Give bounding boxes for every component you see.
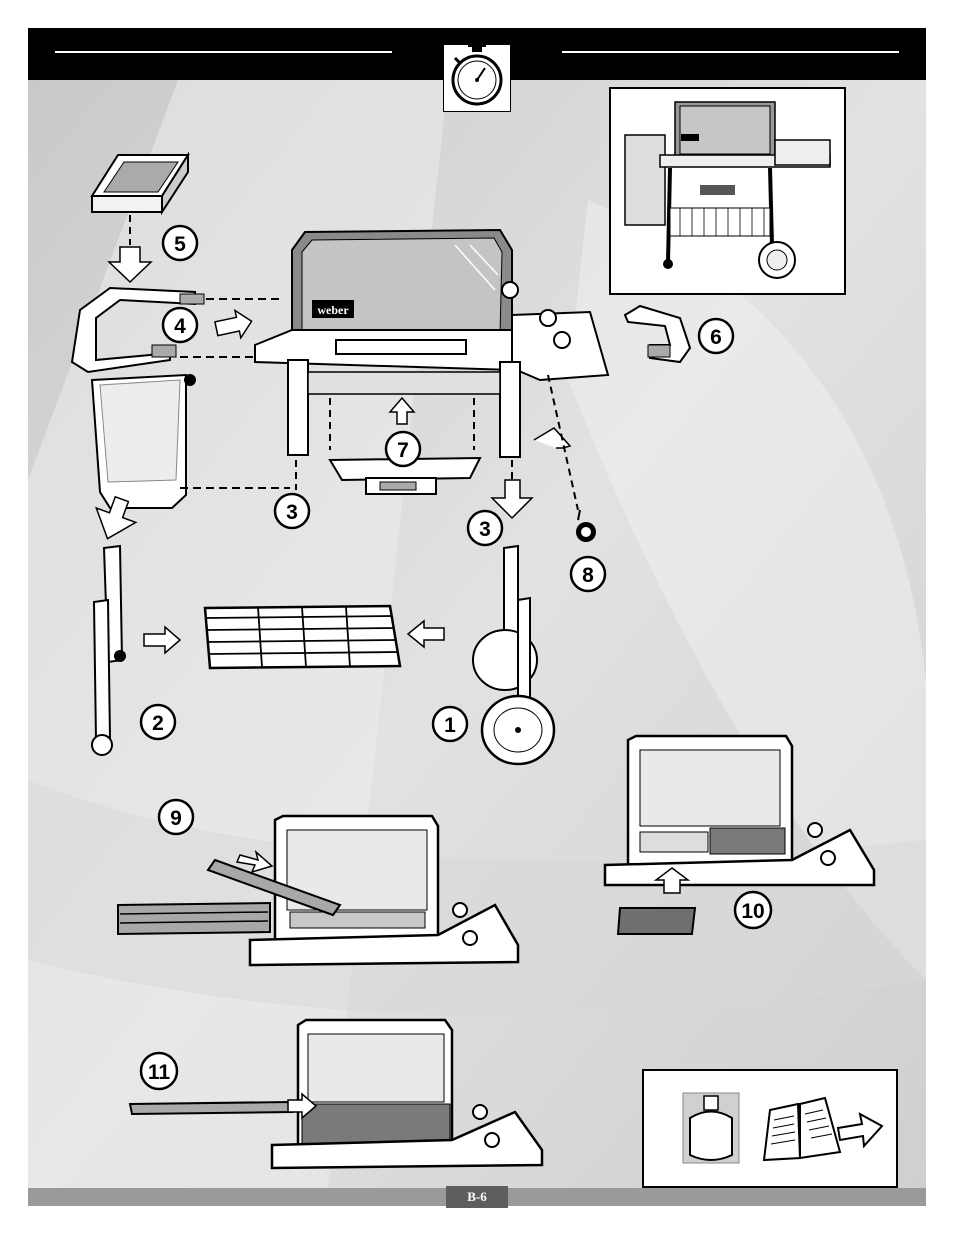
step-1-callout: 1 (433, 707, 467, 741)
step-5-callout: 5 (163, 226, 197, 260)
svg-text:6: 6 (710, 326, 722, 349)
cart-side-panel (88, 374, 290, 546)
step-10-callout: 10 (735, 892, 771, 928)
part-8-knob (576, 510, 596, 542)
part-6-handle (625, 306, 690, 362)
svg-text:2: 2 (152, 712, 164, 735)
svg-text:1: 1 (444, 714, 456, 737)
assembled-grill-inset (610, 88, 845, 294)
bottom-shelf (205, 606, 400, 668)
step-2-callout: 2 (141, 705, 175, 739)
svg-text:11: 11 (148, 1061, 171, 1084)
step-7-callout: 7 (386, 432, 420, 466)
step-3-callout-right: 3 (468, 511, 502, 545)
svg-text:9: 9 (170, 807, 182, 830)
svg-text:10: 10 (741, 900, 764, 923)
step-9-grill (118, 816, 518, 965)
svg-text:8: 8 (582, 564, 594, 587)
step-9-callout: 9 (159, 800, 193, 834)
step-11-callout: 11 (141, 1053, 177, 1089)
part-5-tray (92, 155, 188, 282)
step-3-callout-left: 3 (275, 494, 309, 528)
svg-text:3: 3 (286, 501, 298, 524)
svg-text:3: 3 (479, 518, 491, 541)
step-11-grill (130, 1020, 542, 1168)
step-6-callout: 6 (699, 319, 733, 353)
tank-manual-box (643, 1070, 897, 1187)
svg-text:7: 7 (397, 439, 409, 462)
svg-text:4: 4 (174, 315, 186, 338)
grill-logo: weber (317, 303, 349, 317)
svg-text:5: 5 (174, 233, 186, 256)
step-4-callout: 4 (163, 308, 197, 342)
step-8-callout: 8 (571, 557, 605, 591)
page-number: B-6 (446, 1186, 508, 1208)
propane-tank-icon (683, 1093, 739, 1163)
